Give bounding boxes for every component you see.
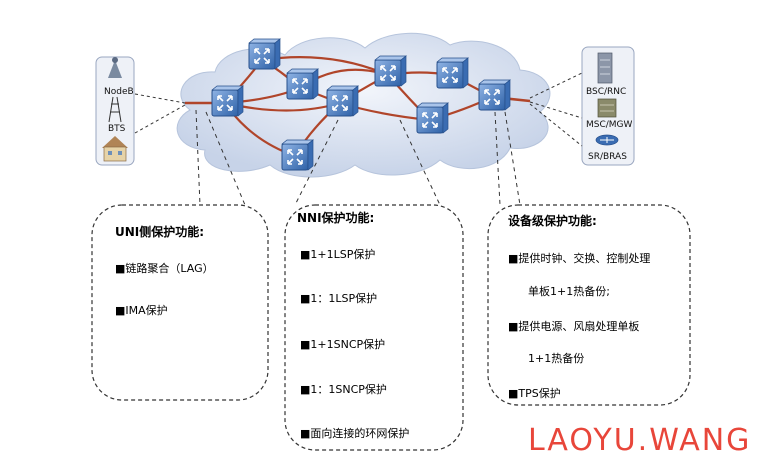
- router-icon: [416, 102, 449, 134]
- nodeb-label: NodeB: [104, 87, 134, 97]
- nni-item: ■1：1LSP保护: [300, 291, 377, 305]
- router-icon: [436, 57, 469, 89]
- device-item: 1+1热备份: [528, 351, 584, 365]
- sr-bras-label: SR/BRAS: [588, 152, 627, 162]
- nodeb-icon: [108, 57, 122, 78]
- nni-item: ■1+1LSP保护: [300, 247, 375, 261]
- router-icon: [286, 68, 319, 100]
- uni-item: ■链路聚合（LAG）: [115, 261, 214, 275]
- device-item: ■提供时钟、交换、控制处理: [508, 251, 650, 265]
- access-links: [134, 72, 583, 147]
- server-icon: [597, 98, 617, 118]
- bts-label: BTS: [108, 124, 126, 134]
- nni-panel-title: NNI保护功能:: [297, 210, 374, 225]
- device-item: ■TPS保护: [508, 386, 561, 400]
- uni-item: ■IMA保护: [115, 303, 168, 317]
- nni-item: ■1：1SNCP保护: [300, 382, 387, 396]
- device-protection-panel: [487, 204, 691, 406]
- router-icon: [478, 79, 511, 111]
- device-panel-title: 设备级保护功能:: [508, 213, 597, 228]
- router-icon: [211, 85, 244, 117]
- msc-mgw-label: MSC/MGW: [586, 120, 633, 130]
- server-rack-icon: [597, 52, 613, 84]
- device-item: ■提供电源、风扇处理单板: [508, 319, 639, 333]
- watermark-text: LAOYU.WANG: [528, 423, 751, 458]
- bts-tower-icon: [108, 96, 122, 123]
- callout-lines: [195, 109, 521, 206]
- uni-protection-panel: [91, 204, 269, 401]
- nni-item: ■1+1SNCP保护: [300, 337, 385, 351]
- router-icon: [248, 38, 281, 70]
- access-devices-box: NodeB BTS: [95, 56, 135, 166]
- uni-panel-title: UNI侧保护功能:: [115, 224, 204, 239]
- house-icon: [102, 136, 128, 162]
- bsc-rnc-label: BSC/RNC: [586, 87, 626, 97]
- nni-protection-panel: [284, 204, 464, 451]
- core-devices-box: BSC/RNC MSC/MGW SR/BRAS: [581, 46, 635, 166]
- router-icon: [281, 139, 314, 171]
- router-disc-icon: [595, 134, 619, 146]
- router-icon: [374, 55, 407, 87]
- router-icon: [326, 85, 359, 117]
- nni-item: ■面向连接的环网保护: [300, 426, 409, 440]
- device-item: 单板1+1热备份;: [528, 284, 610, 298]
